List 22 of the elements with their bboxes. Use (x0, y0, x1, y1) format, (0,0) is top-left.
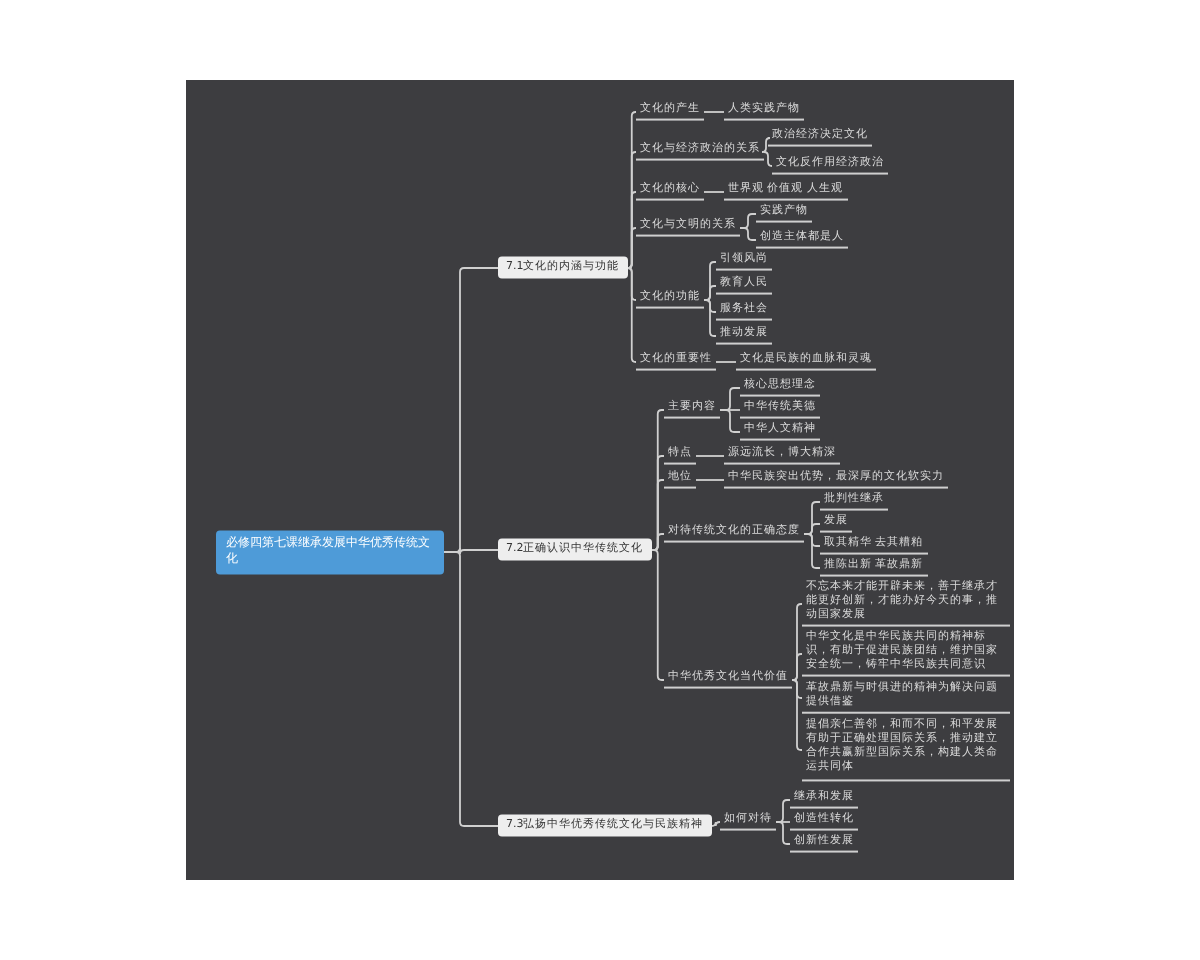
connector-line (739, 227, 757, 241)
connector-line (703, 299, 717, 337)
connector-line (626, 267, 637, 363)
connector-line (443, 551, 499, 827)
connector-line (761, 137, 771, 153)
connector-line (803, 533, 821, 569)
connector-line (695, 455, 725, 457)
connector-line (650, 533, 665, 551)
connector-line (791, 679, 803, 751)
connector-line (719, 409, 741, 433)
connector-line (791, 653, 803, 681)
connector-line (626, 227, 637, 269)
connector-line (775, 799, 791, 823)
connector-line (695, 479, 725, 481)
connector-line (703, 191, 725, 193)
connector-line (703, 111, 725, 113)
connector-line (775, 821, 791, 845)
connector-line (703, 285, 717, 301)
connector-line (715, 361, 737, 363)
connector-line (650, 549, 665, 681)
connector-line (763, 151, 773, 167)
connector-line (775, 821, 791, 823)
